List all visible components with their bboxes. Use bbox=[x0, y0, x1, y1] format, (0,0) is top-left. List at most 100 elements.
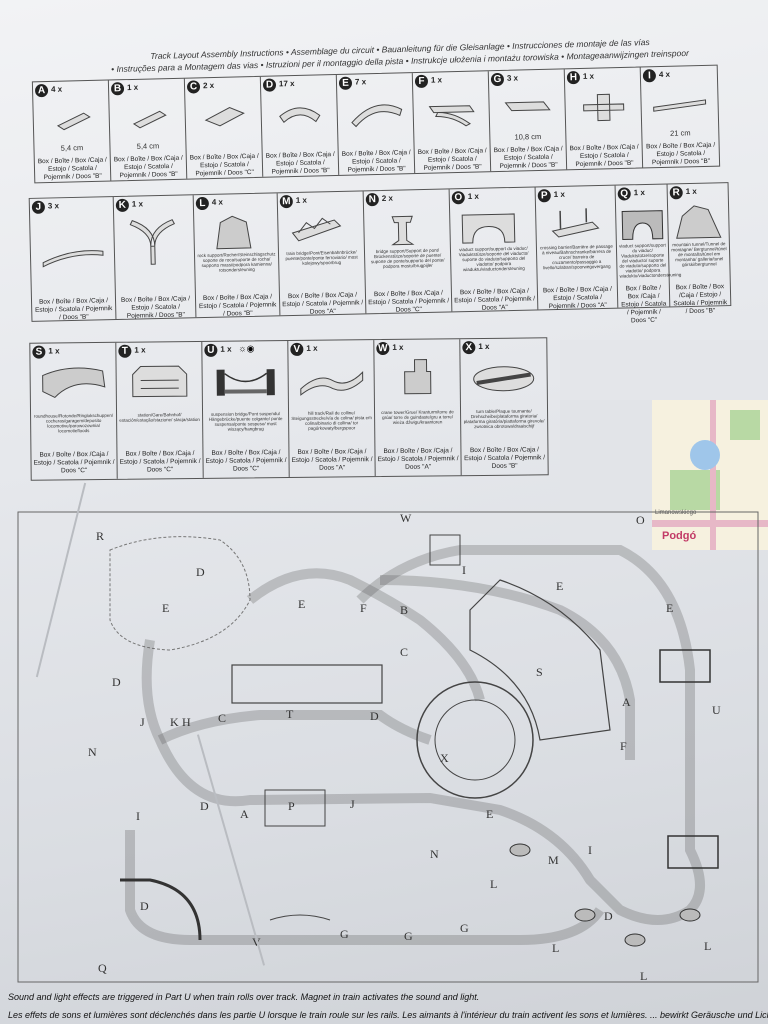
part-box: Box / Boîte / Box /Caja / Estojo / Scato… bbox=[205, 449, 287, 473]
part-letter: W bbox=[376, 341, 390, 356]
part-description: crossing barrier/Barrière de passage à n… bbox=[539, 243, 613, 271]
part-quantity: 1 x bbox=[392, 342, 404, 352]
track-east-run bbox=[379, 575, 635, 760]
plan-label-e: E bbox=[556, 579, 563, 593]
part-letter: H bbox=[566, 71, 581, 85]
plan-label-d: D bbox=[140, 899, 149, 913]
straight-track-short-icon bbox=[56, 112, 91, 131]
hill-track-outline bbox=[269, 914, 331, 921]
crossing-barrier-icon bbox=[551, 208, 600, 238]
part-description: mountain tunnel/Tunnel de montagne/ Berg… bbox=[671, 241, 727, 268]
suspension-bridge-tower-bottom bbox=[667, 835, 719, 869]
plan-label-q: Q bbox=[98, 961, 107, 975]
plan-label-l: L bbox=[552, 941, 559, 955]
plan-label-c: C bbox=[218, 711, 226, 725]
part-cell-x: X 1 x turn table/Plaque tournante/ Drehs… bbox=[460, 338, 547, 475]
rock-support bbox=[509, 843, 531, 857]
part-box: Box / Boîte / Box /Caja / Estojo / Scato… bbox=[569, 143, 639, 169]
plan-label-c: C bbox=[400, 645, 408, 659]
part-box: Box / Boîte / Box /Caja / Estojo / Scato… bbox=[542, 285, 612, 311]
plan-label-o: O bbox=[636, 513, 645, 527]
cross-track-icon bbox=[583, 93, 625, 122]
parts-grid-row-3: S 1 x roundhouse/Rotonde/Ringlokschuppen… bbox=[29, 337, 549, 481]
part-quantity: 1 x bbox=[430, 75, 443, 85]
rock-support bbox=[679, 908, 701, 922]
mountain-tunnel-outline bbox=[109, 536, 251, 651]
part-quantity: 1 x bbox=[553, 189, 565, 200]
plan-label-d: D bbox=[196, 565, 205, 579]
part-box: Box / Boîte / Box /Caja / Estojo / Scato… bbox=[341, 149, 411, 174]
part-cell-b: B 1 x 5,4 cm Box / Boîte / Box /Caja / E… bbox=[108, 78, 188, 181]
plan-label-x: X bbox=[440, 751, 449, 765]
part-cell-d: D 17 x Box / Boîte / Box /Caja / Estojo … bbox=[260, 74, 340, 177]
paper-fold bbox=[560, 400, 652, 550]
part-description: rock support/Rocher/Steinschlagschutz so… bbox=[197, 251, 276, 273]
roundhouse-icon bbox=[42, 367, 106, 399]
part-quantity: 1 x bbox=[126, 82, 139, 93]
part-letter: G bbox=[490, 72, 505, 87]
part-letter: V bbox=[290, 342, 304, 356]
plan-label-i: I bbox=[462, 563, 466, 577]
part-letter: F bbox=[414, 74, 429, 89]
y-switch-track-icon bbox=[129, 219, 176, 265]
map-street-label: Limanowskiego bbox=[655, 510, 697, 516]
part-cell-e: E 7 x Box / Boîte / Box /Caja / Estojo /… bbox=[336, 73, 416, 175]
plan-label-g: G bbox=[340, 927, 349, 941]
track-upper-run bbox=[246, 568, 485, 702]
part-quantity: 1 x bbox=[48, 346, 60, 356]
plan-label-u: U bbox=[712, 703, 721, 717]
plan-label-e: E bbox=[486, 807, 493, 821]
part-letter: P bbox=[537, 189, 551, 203]
part-cell-n: N 2 x bridge support/Support de pont/ Br… bbox=[363, 189, 453, 314]
part-cell-s: S 1 x roundhouse/Rotonde/Ringlokschuppen… bbox=[30, 342, 118, 480]
ramp-track-icon bbox=[204, 107, 245, 127]
part-quantity: 2 x bbox=[202, 80, 215, 91]
part-letter: X bbox=[462, 341, 476, 355]
part-quantity: 4 x bbox=[658, 69, 671, 80]
part-cell-i: I 4 x 21 cm Box / Boîte / Box /Caja / Es… bbox=[641, 66, 719, 168]
turn-table-icon bbox=[473, 366, 535, 392]
part-letter: A bbox=[34, 84, 49, 98]
part-letter: S bbox=[32, 345, 46, 359]
part-cell-t: T 1 x station/Gare/Bahnhof/ estación/est… bbox=[116, 341, 204, 479]
part-cell-j: J 3 x Box / Boîte / Box /Caja / Estojo /… bbox=[29, 197, 117, 321]
part-box: Box / Boîte / Box /Caja / Estojo / Scato… bbox=[368, 289, 450, 314]
curved-track-small-icon bbox=[279, 107, 321, 124]
part-letter: R bbox=[669, 186, 683, 200]
track-layout-plan: W O R U N N Q V T P S X M K H J J A A B … bbox=[17, 511, 759, 983]
part-box: Box / Boîte / Box /Caja / Estojo / Scato… bbox=[33, 450, 115, 475]
plan-label-a: A bbox=[622, 695, 631, 709]
rock-support-icon bbox=[216, 215, 252, 250]
plan-label-n: N bbox=[430, 847, 439, 861]
part-dimension: 10,8 cm bbox=[514, 131, 542, 142]
part-quantity: 1 x bbox=[467, 191, 479, 201]
part-description: train bridge/Pont/Eisenbahnbrücke/ puent… bbox=[285, 249, 358, 266]
suspension-bridge-tower-top bbox=[659, 649, 711, 683]
straight-track-medium-icon bbox=[504, 101, 551, 112]
plan-label-s: S bbox=[536, 665, 543, 679]
plan-label-w: W bbox=[400, 511, 412, 525]
part-quantity: 1 x bbox=[295, 195, 308, 205]
part-letter: I bbox=[642, 69, 657, 83]
plan-label-d: D bbox=[200, 799, 209, 813]
sound-light-icon: ☼◉ bbox=[238, 343, 255, 354]
part-letter: M bbox=[279, 194, 293, 209]
part-box: Box / Boîte / Box /Caja / Estojo / Scato… bbox=[198, 293, 277, 318]
part-quantity: 3 x bbox=[47, 201, 60, 211]
part-letter: N bbox=[365, 193, 379, 207]
part-dimension: 21 cm bbox=[669, 128, 691, 138]
part-letter: L bbox=[195, 196, 210, 211]
part-cell-f: F 1 x Box / Boîte / Box /Caja / Estojo /… bbox=[412, 71, 492, 174]
part-box: Box / Boîte / Box /Caja / Estojo / Scato… bbox=[493, 145, 563, 170]
part-letter: K bbox=[115, 198, 130, 212]
part-cell-w: W 1 x crane tower/Grue/ Kranturm/torre d… bbox=[374, 339, 462, 477]
part-quantity: 1 x bbox=[306, 343, 318, 353]
part-quantity: 17 x bbox=[278, 78, 295, 89]
part-box: Box / Boîte / Box /Caja / Estojo / Scato… bbox=[417, 147, 487, 172]
viaduct-arch-icon bbox=[621, 210, 664, 240]
part-cell-r: R 1 x mountain tunnel/Tunnel de montagne… bbox=[668, 183, 731, 315]
part-letter: O bbox=[451, 191, 465, 205]
plan-label-t: T bbox=[286, 707, 294, 721]
plan-label-l: L bbox=[640, 969, 647, 983]
part-box: Box / Boîte / Box /Caja / Estojo / Scato… bbox=[37, 156, 107, 182]
